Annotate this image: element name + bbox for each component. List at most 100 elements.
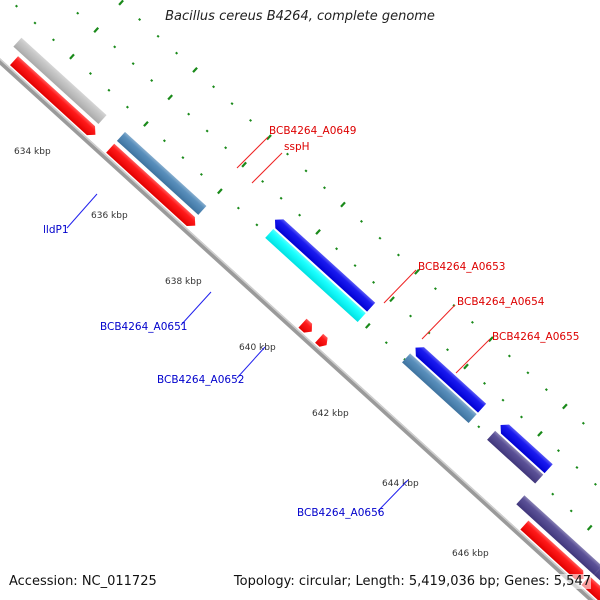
minor-tick	[175, 51, 179, 55]
minor-tick	[396, 253, 400, 257]
gene-label-BCB4264-A0651[interactable]: BCB4264_A0651	[100, 321, 187, 333]
gene-labels: BCB4264_A0649 sspH lldP1 BCB4264_A0651 B…	[43, 125, 579, 519]
gene-label-BCB4264-A0652[interactable]: BCB4264_A0652	[157, 374, 244, 386]
minor-tick	[224, 146, 228, 150]
major-tick	[69, 53, 75, 60]
minor-tick	[593, 482, 597, 486]
gene-label-lldP1[interactable]: lldP1	[43, 224, 69, 236]
minor-tick	[279, 196, 283, 200]
tick-label-638: 638 kbp	[165, 277, 202, 287]
minor-tick	[501, 398, 505, 402]
minor-tick	[76, 11, 80, 15]
major-tick	[192, 66, 198, 73]
cog-feature-1[interactable]	[13, 37, 107, 124]
minor-tick	[378, 236, 382, 240]
cog-feature-11[interactable]	[487, 430, 544, 484]
label-connector	[180, 291, 212, 326]
minor-tick	[569, 509, 573, 513]
minor-tick	[323, 186, 326, 190]
tick-labels: 634 kbp 636 kbp 638 kbp 640 kbp 642 kbp …	[14, 147, 489, 559]
major-tick	[586, 524, 593, 531]
major-tick	[340, 201, 346, 208]
label-connector	[383, 269, 417, 304]
tick-label-636: 636 kbp	[91, 211, 128, 221]
gene-label-BCB4264-A0649[interactable]: BCB4264_A0649	[269, 125, 356, 137]
minor-tick	[249, 118, 253, 122]
major-tick	[167, 94, 173, 101]
minor-tick	[353, 264, 357, 268]
feature-shading	[500, 424, 553, 474]
tick-label-646: 646 kbp	[452, 549, 489, 559]
minor-tick	[107, 88, 111, 92]
cog-feature-3[interactable]	[116, 131, 207, 215]
cds-feature-8[interactable]	[411, 343, 487, 413]
minor-tick	[575, 465, 579, 469]
feature-shading	[265, 229, 366, 323]
minor-tick	[433, 287, 437, 291]
minor-tick	[519, 415, 523, 419]
cog-feature-5[interactable]	[265, 229, 366, 323]
feature-shading	[13, 37, 107, 124]
tick-label-634: 634 kbp	[14, 147, 51, 157]
minor-tick	[51, 38, 55, 42]
cds-feature-6[interactable]	[298, 318, 315, 336]
map-title: Bacillus cereus B4264, complete genome	[165, 9, 435, 24]
feature-shading	[402, 353, 477, 423]
major-tick	[414, 268, 420, 275]
major-tick	[537, 430, 543, 437]
minor-tick	[470, 320, 474, 324]
minor-tick	[162, 139, 166, 143]
major-tick	[315, 228, 321, 235]
minor-tick	[125, 105, 129, 109]
minor-tick	[372, 280, 376, 284]
minor-tick	[113, 45, 117, 49]
cds-feature-7[interactable]	[315, 333, 330, 350]
minor-tick	[446, 348, 450, 352]
cog-feature-9[interactable]	[402, 353, 477, 423]
cds-feature-10[interactable]	[497, 421, 553, 474]
cds-feature-14[interactable]	[581, 576, 600, 600]
major-tick	[118, 0, 124, 6]
major-tick	[143, 120, 149, 127]
feature-shading	[520, 520, 584, 580]
cog-feature-13[interactable]	[516, 495, 600, 575]
minor-tick	[556, 449, 560, 453]
minor-tick	[544, 388, 548, 392]
minor-tick	[359, 219, 363, 223]
gene-label-BCB4264-A0655[interactable]: BCB4264_A0655	[492, 331, 579, 343]
tick-label-642: 642 kbp	[312, 409, 349, 419]
gene-label-BCB4264-A0656[interactable]: BCB4264_A0656	[297, 507, 385, 519]
cds-feature-2[interactable]	[106, 143, 199, 230]
feature-tracks	[10, 37, 600, 600]
cds-feature-12[interactable]	[520, 520, 587, 584]
gene-label-BCB4264-A0653[interactable]: BCB4264_A0653	[418, 261, 505, 273]
cds-feature-4[interactable]	[271, 215, 376, 312]
minor-tick	[33, 21, 37, 25]
gene-label-sspH[interactable]: sspH	[284, 141, 310, 153]
major-tick	[364, 322, 371, 329]
major-tick	[562, 403, 568, 410]
minor-tick	[156, 34, 160, 38]
feature-shading	[315, 333, 328, 347]
feature-shading	[274, 219, 376, 312]
minor-tick	[581, 421, 585, 425]
minor-tick	[477, 425, 481, 429]
feature-shading	[298, 318, 313, 333]
gene-label-BCB4264-A0654[interactable]: BCB4264_A0654	[457, 296, 545, 308]
minor-tick	[304, 169, 308, 173]
minor-tick	[138, 17, 142, 21]
minor-tick	[230, 102, 234, 106]
minor-tick	[286, 152, 290, 156]
label-connector	[377, 479, 409, 512]
tick-label-644: 644 kbp	[382, 479, 419, 489]
cds-feature-0[interactable]	[10, 56, 99, 139]
major-tick	[93, 27, 100, 33]
major-tick	[389, 296, 395, 303]
major-tick	[217, 188, 223, 195]
major-tick	[241, 161, 247, 168]
feature-shading	[516, 495, 600, 575]
